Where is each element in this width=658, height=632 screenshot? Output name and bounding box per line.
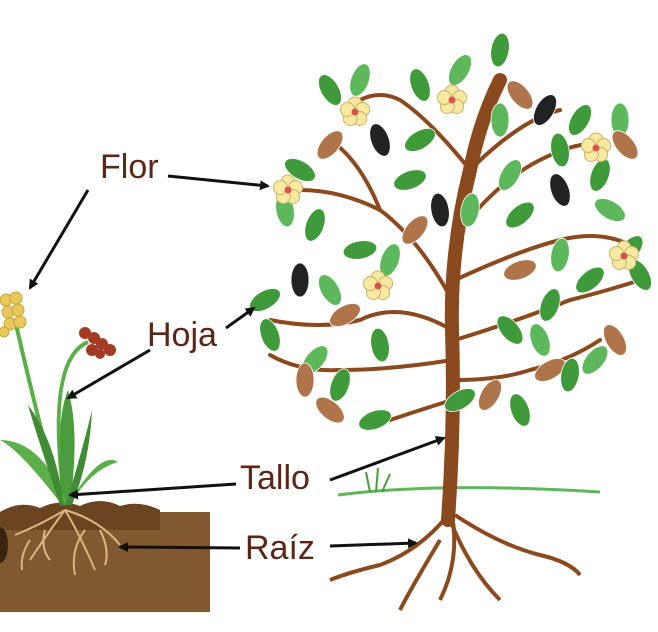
- leaf: [594, 198, 626, 222]
- leaf: [611, 130, 639, 160]
- leaf: [529, 323, 551, 357]
- leaf: [505, 201, 535, 229]
- red-bud-cluster: [79, 327, 116, 359]
- tree-flower: [339, 96, 371, 126]
- tree-flower: [436, 84, 468, 114]
- yellow-flower-cluster: [0, 291, 27, 338]
- arrow-flor-plant: [28, 189, 90, 290]
- tree-branch: [453, 338, 602, 382]
- leaf: [393, 169, 427, 191]
- leaf: [315, 396, 345, 424]
- arrow-raiz-tree: [329, 538, 418, 549]
- leaf: [460, 192, 480, 228]
- arrow-tallo-tree: [329, 436, 446, 482]
- leaf: [534, 358, 566, 382]
- leaf: [603, 324, 627, 356]
- tree-root: [398, 538, 442, 611]
- tree-branch: [268, 353, 454, 373]
- leaf: [370, 327, 390, 363]
- label-raiz: Raíz: [245, 529, 315, 567]
- tree-root: [448, 519, 502, 602]
- leaf: [304, 208, 326, 242]
- grass-tuft: [365, 467, 391, 493]
- leaf: [550, 237, 570, 273]
- leaf: [581, 345, 609, 375]
- leaf: [295, 362, 315, 398]
- leaf: [490, 102, 510, 138]
- small-plant-roots: [14, 509, 121, 576]
- leaf: [284, 158, 316, 182]
- arrow-hoja-plant: [66, 348, 151, 400]
- tree-flower: [608, 240, 640, 270]
- leaf: [448, 54, 472, 86]
- ground-line: [337, 486, 601, 497]
- leaf: [560, 357, 580, 393]
- leaf: [401, 215, 429, 245]
- leaf: [430, 192, 450, 228]
- tree-root: [329, 513, 450, 582]
- tree-flower: [580, 132, 612, 162]
- tree: [249, 32, 652, 611]
- tree-flower: [362, 270, 394, 300]
- leaf: [496, 315, 524, 345]
- arrows: [28, 174, 446, 553]
- leaf: [568, 104, 592, 136]
- arrow-raiz-plant: [118, 542, 241, 553]
- leaf: [575, 266, 605, 294]
- label-tallo: Tallo: [240, 459, 310, 497]
- tree-branch: [358, 93, 472, 172]
- leaf: [329, 303, 361, 327]
- leaf: [409, 68, 431, 102]
- leaf: [329, 368, 351, 402]
- arrow-flor-tree: [167, 174, 270, 191]
- tree-branch: [268, 310, 454, 332]
- leaf: [509, 393, 531, 427]
- leaf: [533, 94, 557, 126]
- leaf: [539, 288, 561, 322]
- leaf: [369, 123, 391, 157]
- leaf: [290, 262, 310, 298]
- tree-branch: [388, 398, 454, 422]
- leaf: [478, 379, 502, 411]
- leaf: [318, 274, 342, 306]
- arrow-hoja-tree: [225, 306, 256, 330]
- leaf: [498, 159, 522, 191]
- tree-branch: [453, 278, 642, 342]
- leaf: [316, 130, 344, 160]
- leaf: [503, 259, 537, 281]
- label-flor: Flor: [100, 148, 159, 186]
- tree-flower: [272, 174, 304, 204]
- leaf: [506, 80, 534, 110]
- leaf: [550, 132, 570, 168]
- leaf: [490, 32, 510, 68]
- leaf: [358, 409, 392, 431]
- label-hoja: Hoja: [147, 316, 217, 354]
- leaf: [444, 388, 476, 412]
- leaf: [342, 240, 378, 260]
- small-plant: [0, 291, 118, 506]
- leaf: [259, 318, 281, 352]
- leaf: [549, 173, 571, 207]
- tree-root: [453, 513, 582, 577]
- arrow-tallo-plant: [68, 482, 237, 500]
- leaf: [349, 63, 371, 97]
- tree-trunk: [441, 73, 507, 527]
- leaf: [404, 128, 436, 152]
- leaf: [318, 74, 342, 106]
